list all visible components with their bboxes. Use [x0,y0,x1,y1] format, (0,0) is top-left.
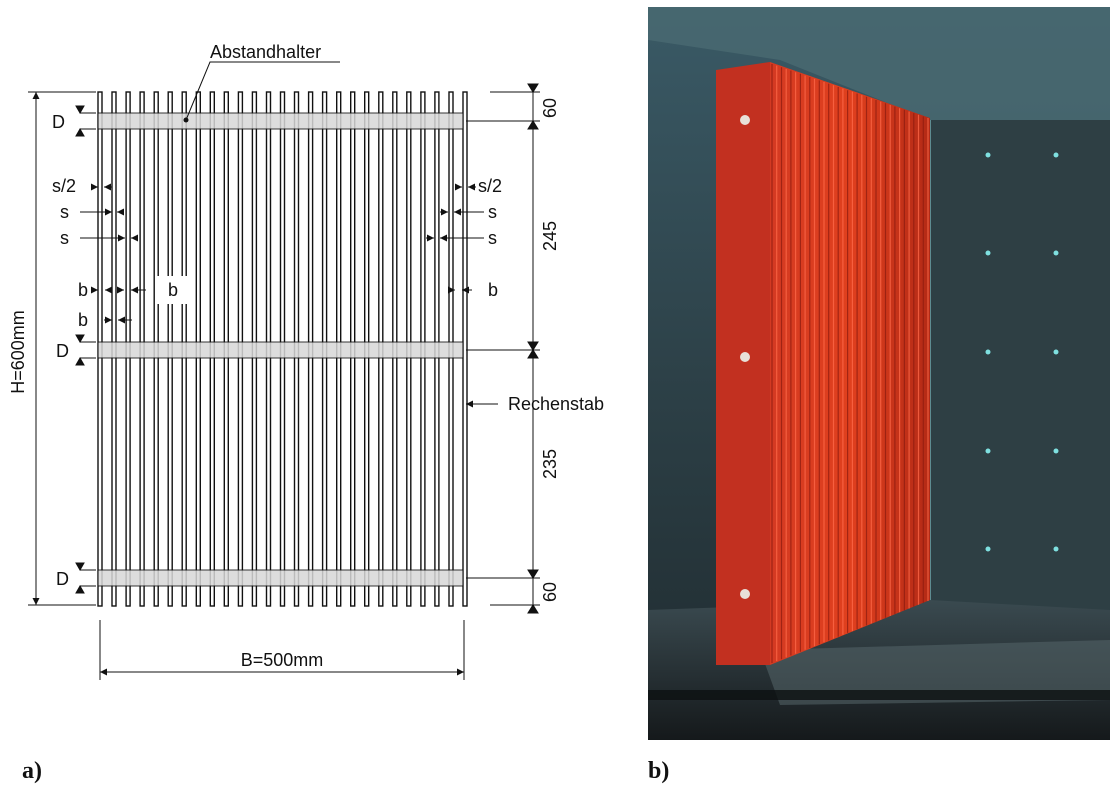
width-label: B=500mm [241,650,324,670]
dimension-bottom: 60 [540,582,560,602]
wall-marker-dot [1053,448,1059,454]
bar-label: Rechenstab [508,394,604,414]
wall-marker-dot [985,152,991,158]
spacer-leader-dot [183,117,189,123]
front-post-bolt-2 [740,352,750,362]
gap-label-left-2: s [60,228,69,248]
wall-marker-dot [985,250,991,256]
wall-marker-dot [1053,152,1059,158]
wall-markers [985,152,1059,552]
dimension-top: 60 [540,98,560,118]
panel-b-photo: b) [648,7,1110,784]
gap-label-right-2: s [488,228,497,248]
spacer-thickness-label-bottom: D [56,569,69,589]
bar-width-label-left-1: b [78,280,88,300]
bar-width-label-right: b [488,280,498,300]
half-gap-label-right: s/2 [478,176,502,196]
front-post-bolt-1 [740,115,750,125]
wall-marker-dot [985,349,991,355]
flume-back-wall [930,120,1110,610]
dimension-lower-field: 235 [540,449,560,479]
wall-marker-dot [1053,250,1059,256]
right-dimension-chain [466,83,540,614]
panel-b-caption: b) [648,758,669,784]
spacer-label: Abstandhalter [210,42,321,62]
rack-screen-body [770,62,930,665]
gap-label-right-1: s [488,202,497,222]
bar-width-label-box [156,276,188,304]
spacer-bottom [97,569,464,587]
spacer-middle [97,341,464,359]
bar-width-label-center: b [168,280,178,300]
bar-width-label-left-2: b [78,310,88,330]
dimension-upper-field: 245 [540,221,560,251]
wall-marker-dot [1053,546,1059,552]
spacer-top [97,112,464,130]
spacer-thickness-label-middle: D [56,341,69,361]
spacer-leader [185,61,340,121]
spacer-thickness-marks [75,105,96,594]
rack-screen-bars [771,64,929,663]
spacer-thickness-label-top: D [52,112,65,132]
front-post-bolt-3 [740,589,750,599]
flume-top-wall [648,7,1110,120]
gap-label-left-1: s [60,202,69,222]
panel-a-caption: a) [22,758,42,784]
wall-marker-dot [1053,349,1059,355]
rack-front-post [716,62,770,665]
panel-a-schematic: Abstandhalter H=600mm D D D s/2 s s [8,42,604,784]
half-gap-label-left: s/2 [52,176,76,196]
floor-channel [648,690,1110,700]
wall-marker-dot [985,448,991,454]
rack-bar [462,91,468,607]
height-label: H=600mm [8,310,28,394]
wall-marker-dot [985,546,991,552]
flume-floor-light [760,640,1110,705]
